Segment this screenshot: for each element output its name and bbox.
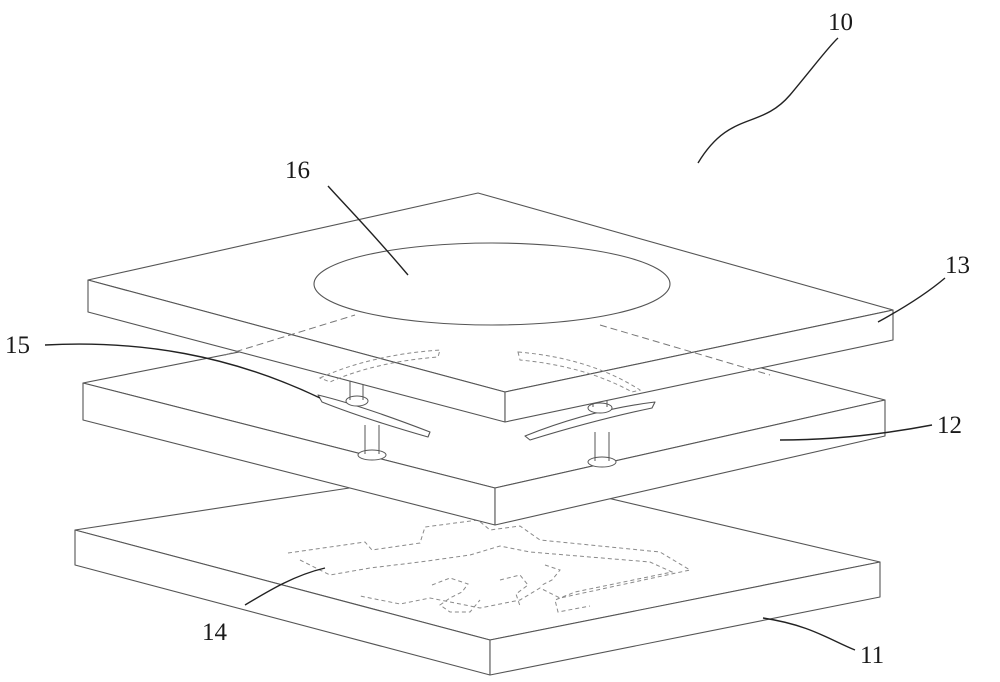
- label-15: 15: [5, 332, 30, 359]
- leader-11: [763, 618, 855, 650]
- leader-10: [698, 38, 838, 163]
- label-12: 12: [937, 412, 962, 439]
- radiating-patch: [314, 243, 670, 325]
- label-10: 10: [828, 9, 853, 36]
- label-16: 16: [285, 157, 310, 184]
- label-11: 11: [860, 642, 884, 669]
- label-14: 14: [202, 619, 228, 646]
- label-13: 13: [945, 252, 970, 279]
